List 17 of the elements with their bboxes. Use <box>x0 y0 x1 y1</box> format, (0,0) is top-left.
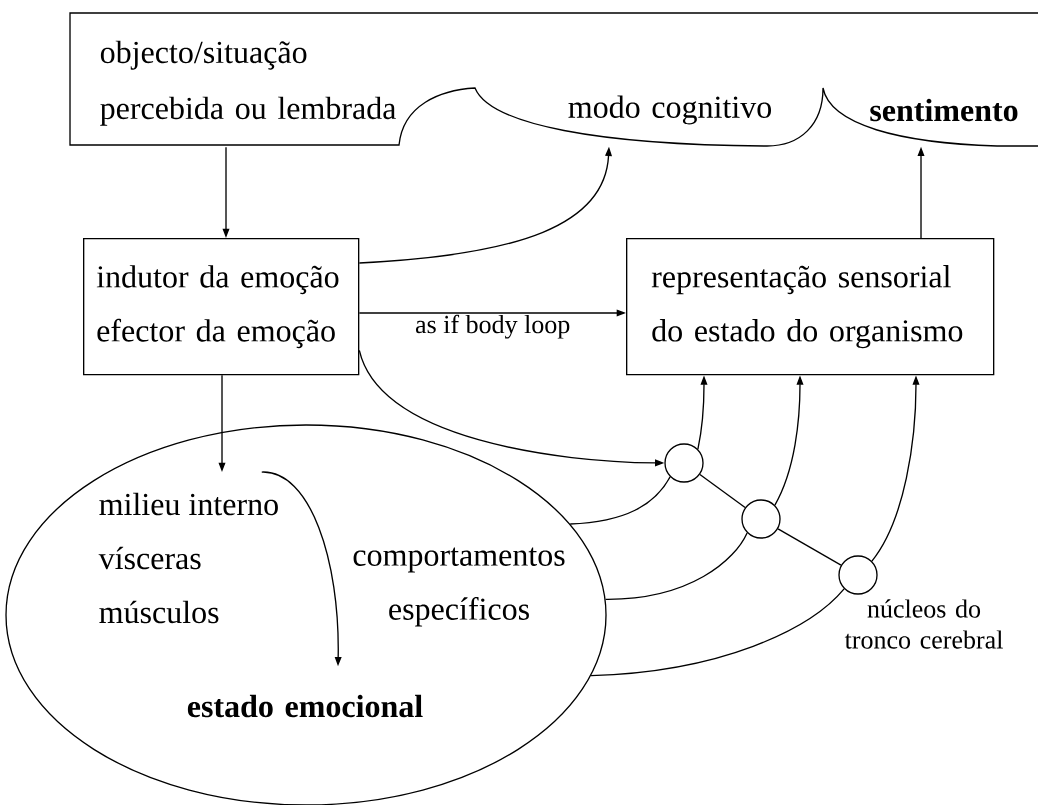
connector-line <box>699 473 746 509</box>
connector-line <box>604 532 748 600</box>
process-box: representação sensorial do estado do organismo <box>626 238 995 376</box>
nucleus-circle <box>838 555 878 595</box>
node-text: estado emocional <box>187 694 423 718</box>
connector-line <box>777 528 842 566</box>
node-text: sentimento <box>870 98 1018 122</box>
edge-label: as if body loop <box>415 314 570 339</box>
connector-line <box>590 588 845 677</box>
process-box: indutor da emoção efector da emoção <box>83 238 360 376</box>
node-text: modo cognitivo <box>568 95 771 125</box>
nucleus-circle <box>741 499 781 539</box>
connector-line <box>569 476 671 525</box>
circle-caption: núcleos do tronco cerebral <box>844 599 1003 649</box>
node-text: comportamentos específicos <box>353 547 565 627</box>
nucleus-circle <box>664 443 704 483</box>
node-text: milieu interno vísceras músculos <box>98 492 278 624</box>
